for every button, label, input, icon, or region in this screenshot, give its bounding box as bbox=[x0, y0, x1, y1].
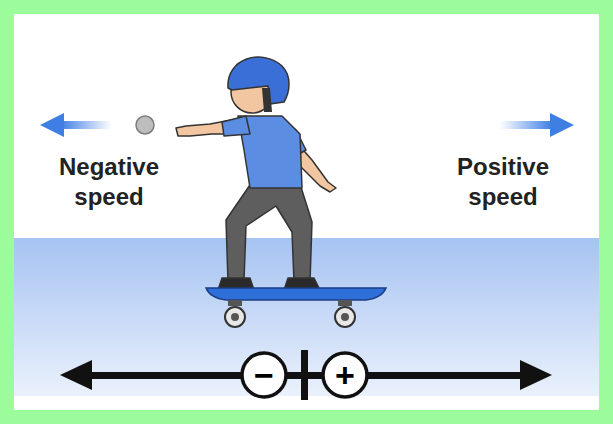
sign-symbol: − bbox=[240, 351, 288, 399]
sign-circle: − bbox=[240, 351, 288, 399]
positive-arrow bbox=[500, 113, 574, 137]
ball bbox=[136, 116, 154, 134]
direction-label: Negative speed bbox=[38, 152, 180, 212]
negative-arrow bbox=[40, 113, 112, 137]
direction-label: Positive speed bbox=[432, 152, 574, 212]
sign-symbol: + bbox=[321, 351, 369, 399]
number-line bbox=[60, 350, 552, 400]
skater bbox=[176, 57, 336, 290]
panel-background bbox=[14, 14, 599, 410]
sign-circle: + bbox=[321, 351, 369, 399]
skateboard bbox=[206, 288, 386, 327]
zero-mark bbox=[301, 350, 308, 400]
